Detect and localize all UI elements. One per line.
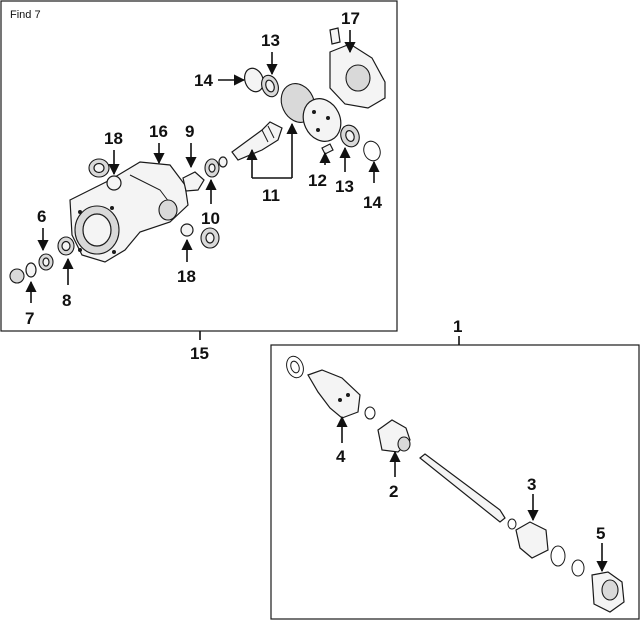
callout-14-upper: 14 [194, 71, 213, 90]
callout-16: 16 [149, 122, 168, 141]
callout-18-upper: 18 [104, 129, 123, 148]
callout-labels: 18 16 9 13 14 17 6 7 8 10 18 11 12 13 14… [25, 9, 605, 543]
axle-shaft-parts [286, 355, 625, 613]
callout-12: 12 [308, 171, 327, 190]
leader-arrows [25, 30, 608, 573]
callout-18-lower: 18 [177, 267, 196, 286]
callout-1: 1 [453, 317, 462, 336]
callout-13-lower: 13 [335, 177, 354, 196]
callout-7: 7 [25, 309, 34, 328]
callout-10: 10 [201, 209, 220, 228]
callout-9: 9 [185, 122, 194, 141]
callout-15: 15 [190, 344, 209, 363]
axle-shaft-assembly-frame [270, 344, 640, 620]
callout-11: 11 [262, 186, 280, 205]
callout-14-lower: 14 [363, 193, 382, 212]
callout-4: 4 [336, 447, 346, 466]
callout-2: 2 [389, 482, 398, 501]
callout-5: 5 [596, 524, 605, 543]
differential-assembly-frame [0, 0, 398, 332]
differential-parts [9, 27, 386, 284]
callout-3: 3 [527, 475, 536, 494]
page-tag: Find 7 [10, 9, 41, 21]
callout-13-upper: 13 [261, 31, 280, 50]
callout-17: 17 [341, 9, 360, 28]
callout-8: 8 [62, 291, 71, 310]
callout-6: 6 [37, 207, 46, 226]
